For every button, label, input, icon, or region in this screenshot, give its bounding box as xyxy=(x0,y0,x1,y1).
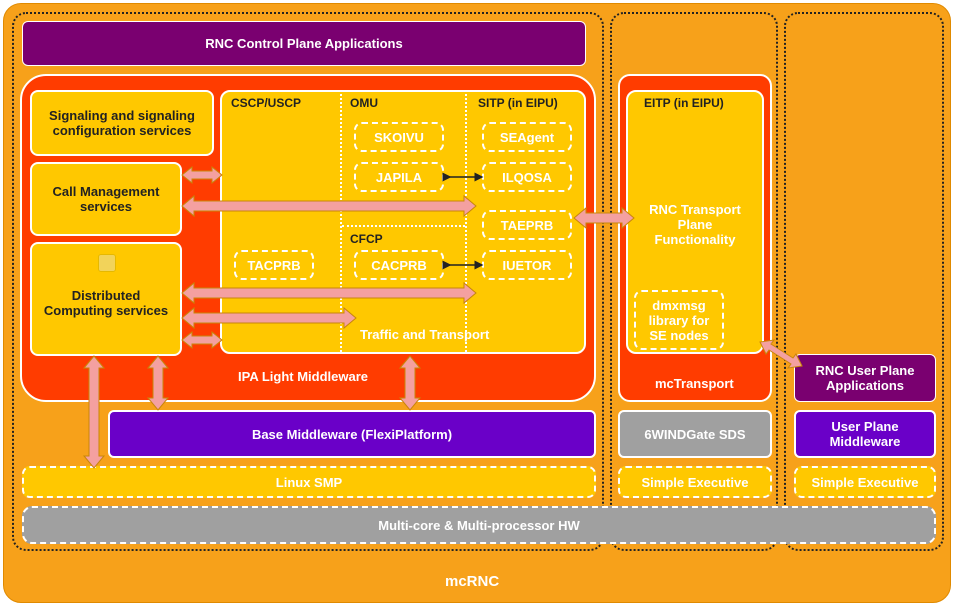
linux-smp: Linux SMP xyxy=(22,466,596,498)
cfcp-divider xyxy=(342,225,465,227)
simple-executive-user: Simple Executive xyxy=(794,466,936,498)
taeprb-box: TAEPRB xyxy=(482,210,572,240)
omu-divider xyxy=(340,94,342,352)
arrow-dmxmsg-to-userplane xyxy=(759,339,803,369)
dmxmsg-label: dmxmsg library for SE nodes xyxy=(648,297,710,343)
signaling-services: Signaling and signaling configuration se… xyxy=(30,90,214,156)
user-plane-column xyxy=(784,12,944,551)
omu-label: OMU xyxy=(350,96,378,110)
base-middleware: Base Middleware (FlexiPlatform) xyxy=(108,410,596,458)
call-management-label: Call Management services xyxy=(52,184,160,214)
dmxmsg-library: dmxmsg library for SE nodes xyxy=(634,290,724,350)
sitp-divider xyxy=(465,94,467,352)
transport-functionality: RNC Transport Plane Functionality xyxy=(640,196,750,252)
cfcp-label: CFCP xyxy=(350,232,383,246)
distributed-icon xyxy=(98,254,116,272)
arrow-dist-2 xyxy=(181,306,357,330)
tacprb-box: TACPRB xyxy=(234,250,314,280)
arrow-call-to-taeprb xyxy=(181,194,477,218)
japila-box: JAPILA xyxy=(354,162,444,192)
user-plane-apps: RNC User Plane Applications xyxy=(794,354,936,402)
transport-column xyxy=(610,12,778,551)
transport-func-label: RNC Transport Plane Functionality xyxy=(649,201,741,247)
ipa-light-label: IPA Light Middleware xyxy=(238,369,369,384)
arrow-ipa-to-base-1 xyxy=(146,355,170,411)
arrow-ipa-to-base-2 xyxy=(398,355,422,411)
call-management-services: Call Management services xyxy=(30,162,182,236)
multicore-hw: Multi-core & Multi-processor HW xyxy=(22,506,936,544)
cscp-label: CSCP/USCP xyxy=(231,96,302,110)
mcrnc-title: mcRNC xyxy=(445,573,500,590)
skoivu-box: SKOIVU xyxy=(354,122,444,152)
distributed-computing-services: Distributed Computing services xyxy=(30,242,182,356)
distributed-label: Distributed Computing services xyxy=(43,288,169,318)
arrow-taeprb-to-eitp xyxy=(573,206,635,230)
arrow-dist-1 xyxy=(181,281,477,305)
user-plane-apps-label: RNC User Plane Applications xyxy=(815,363,915,393)
cacprb-box: CACPRB xyxy=(354,250,444,280)
sitp-label: SITP (in EIPU) xyxy=(478,96,558,110)
ilqosa-box: ILQOSA xyxy=(482,162,572,192)
control-plane-apps: RNC Control Plane Applications xyxy=(22,21,586,66)
arrow-call-to-cscp xyxy=(181,165,223,185)
traffic-transport-label: Traffic and Transport xyxy=(360,327,490,342)
mctransport-label: mcTransport xyxy=(655,376,734,391)
user-plane-middleware: User Plane Middleware xyxy=(794,410,936,458)
signaling-label: Signaling and signaling configuration se… xyxy=(49,108,195,138)
control-plane-label: RNC Control Plane Applications xyxy=(205,36,403,51)
eitp-label: EITP (in EIPU) xyxy=(644,96,724,110)
user-plane-mw-label: User Plane Middleware xyxy=(829,419,901,449)
arrow-dist-3 xyxy=(181,330,223,350)
control-plane-column xyxy=(12,12,604,551)
sixwindgate-sds: 6WINDGate SDS xyxy=(618,410,772,458)
seagent-box: SEAgent xyxy=(482,122,572,152)
simple-executive-transport: Simple Executive xyxy=(618,466,772,498)
arrow-distributed-to-linux xyxy=(82,355,106,469)
